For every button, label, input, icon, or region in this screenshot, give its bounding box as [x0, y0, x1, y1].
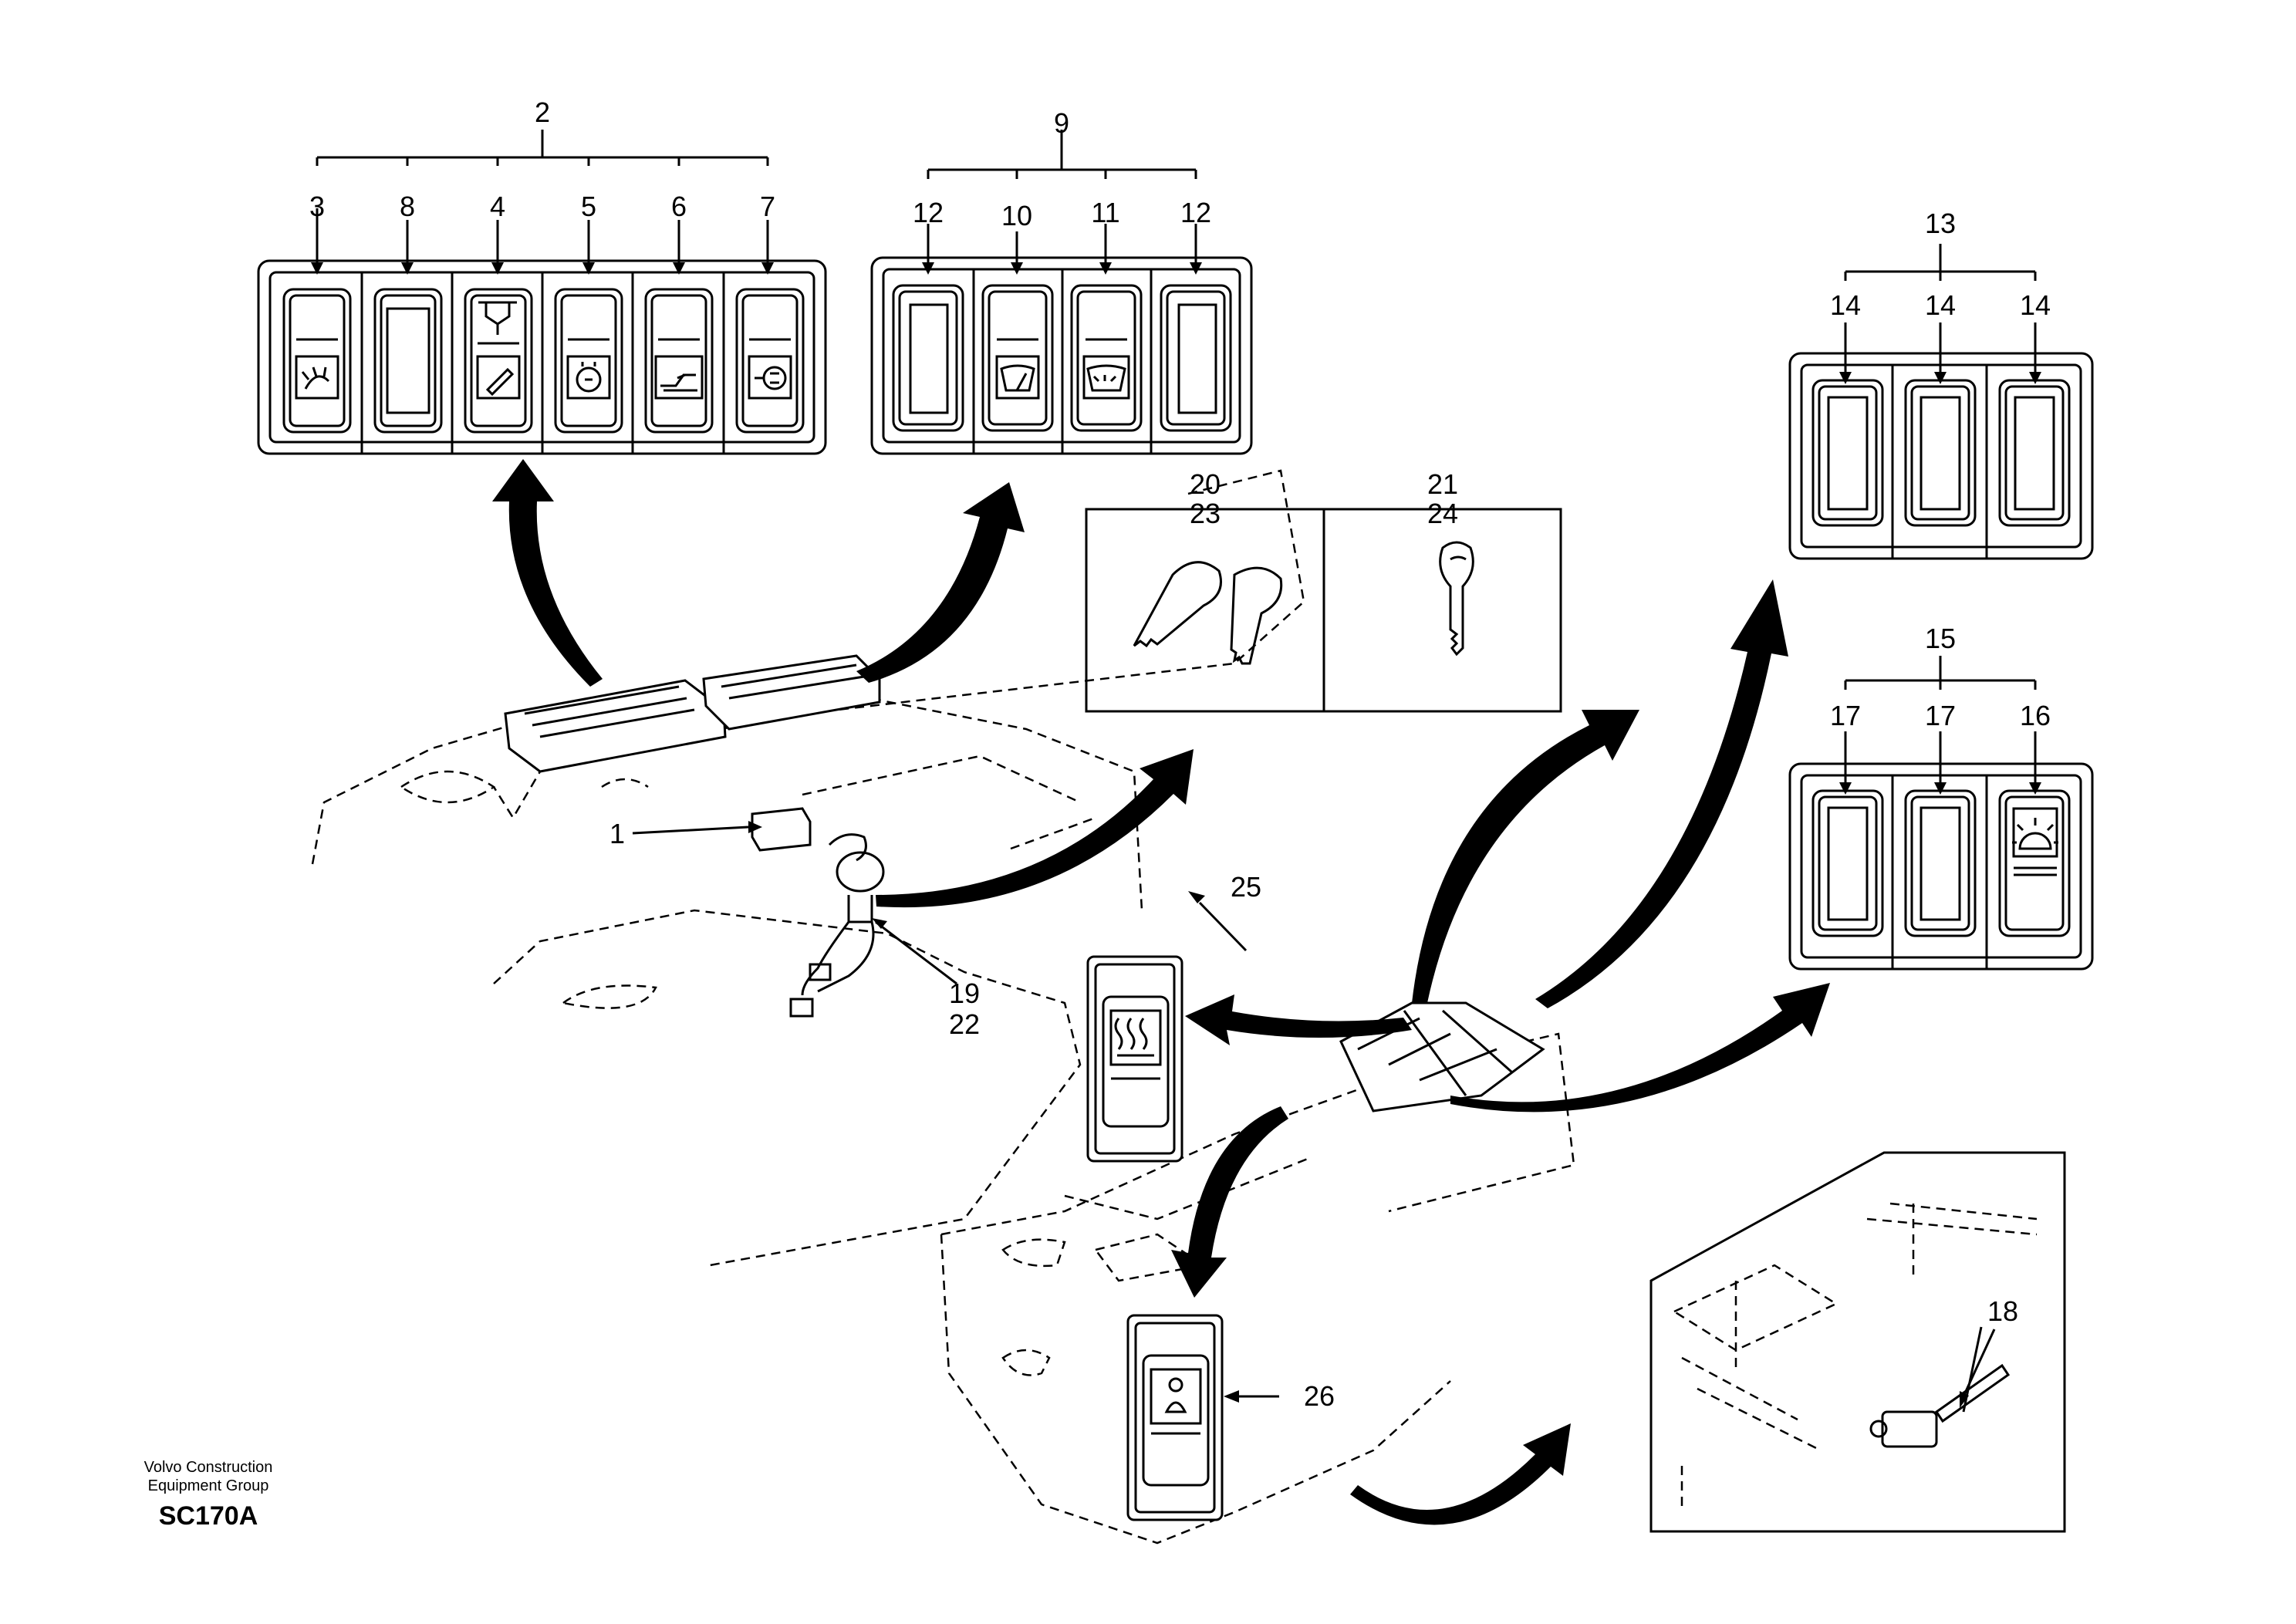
- footer-org-line2: Equipment Group: [147, 1477, 269, 1494]
- key-box: [1085, 508, 1562, 713]
- label-24: 24: [1427, 498, 1458, 529]
- label-13: 13: [1925, 208, 1956, 239]
- label-7: 7: [760, 191, 775, 222]
- footer-code: SC170A: [158, 1501, 258, 1531]
- label-17b: 17: [1925, 700, 1956, 731]
- blank-cover-icon: [386, 307, 430, 414]
- rear-defrost-icon: [1109, 1009, 1162, 1080]
- wiper-icon: [995, 338, 1040, 400]
- label-6: 6: [671, 191, 687, 222]
- travel-alarm-icon: [654, 338, 704, 400]
- label-10: 10: [1001, 200, 1032, 231]
- label-19: 19: [949, 977, 980, 1009]
- switch-25: [1086, 955, 1183, 1163]
- label-4: 4: [490, 191, 505, 222]
- label-14b: 14: [1925, 289, 1956, 321]
- label-3: 3: [309, 191, 325, 222]
- footer: Volvo Construction Equipment Group SC170…: [116, 1458, 301, 1531]
- label-17a: 17: [1830, 700, 1861, 731]
- switch-panel-9: [870, 130, 1253, 455]
- switch-panel-2: [257, 130, 827, 455]
- switch-26: [1126, 1314, 1224, 1521]
- beacon-icon: [2012, 807, 2058, 876]
- inset-box: [1649, 1151, 2066, 1533]
- label-5: 5: [581, 191, 596, 222]
- label-14a: 14: [1830, 289, 1861, 321]
- leader-lines: [632, 821, 1996, 1408]
- engine-heater-icon: [566, 338, 611, 400]
- washer-icon: [1082, 338, 1130, 400]
- label-15: 15: [1925, 623, 1956, 654]
- label-1: 1: [609, 818, 625, 849]
- lube-icon: [476, 301, 521, 400]
- callout-arrows: [492, 459, 1830, 1525]
- work-light-icon: [295, 338, 339, 400]
- part-labels: 2 3 8 4 5 6 7 9 12 10 11 12 13 14 14 14 …: [309, 96, 2051, 1412]
- door-switch-icon: [1881, 1410, 1938, 1448]
- footer-org-line1: Volvo Construction: [144, 1459, 273, 1476]
- ignition-switch: [751, 807, 885, 1018]
- label-20: 20: [1190, 468, 1221, 500]
- label-22: 22: [949, 1008, 980, 1040]
- label-14c: 14: [2020, 289, 2051, 321]
- label-21: 21: [1427, 468, 1458, 500]
- label-9: 9: [1054, 107, 1069, 139]
- seat-heater-icon: [1150, 1368, 1202, 1435]
- switch-panel-13: [1788, 244, 2094, 560]
- key-icon: [1133, 541, 1474, 665]
- label-23: 23: [1190, 498, 1221, 529]
- label-8: 8: [400, 191, 415, 222]
- fuel-pump-icon: [748, 338, 792, 400]
- label-12b: 12: [1180, 197, 1211, 228]
- label-18: 18: [1987, 1295, 2018, 1327]
- label-25: 25: [1231, 871, 1261, 903]
- label-26: 26: [1304, 1380, 1335, 1412]
- label-16: 16: [2020, 700, 2051, 731]
- label-12a: 12: [913, 197, 944, 228]
- switch-panel-15: [1788, 656, 2094, 971]
- label-11: 11: [1091, 197, 1119, 228]
- label-2: 2: [535, 96, 550, 128]
